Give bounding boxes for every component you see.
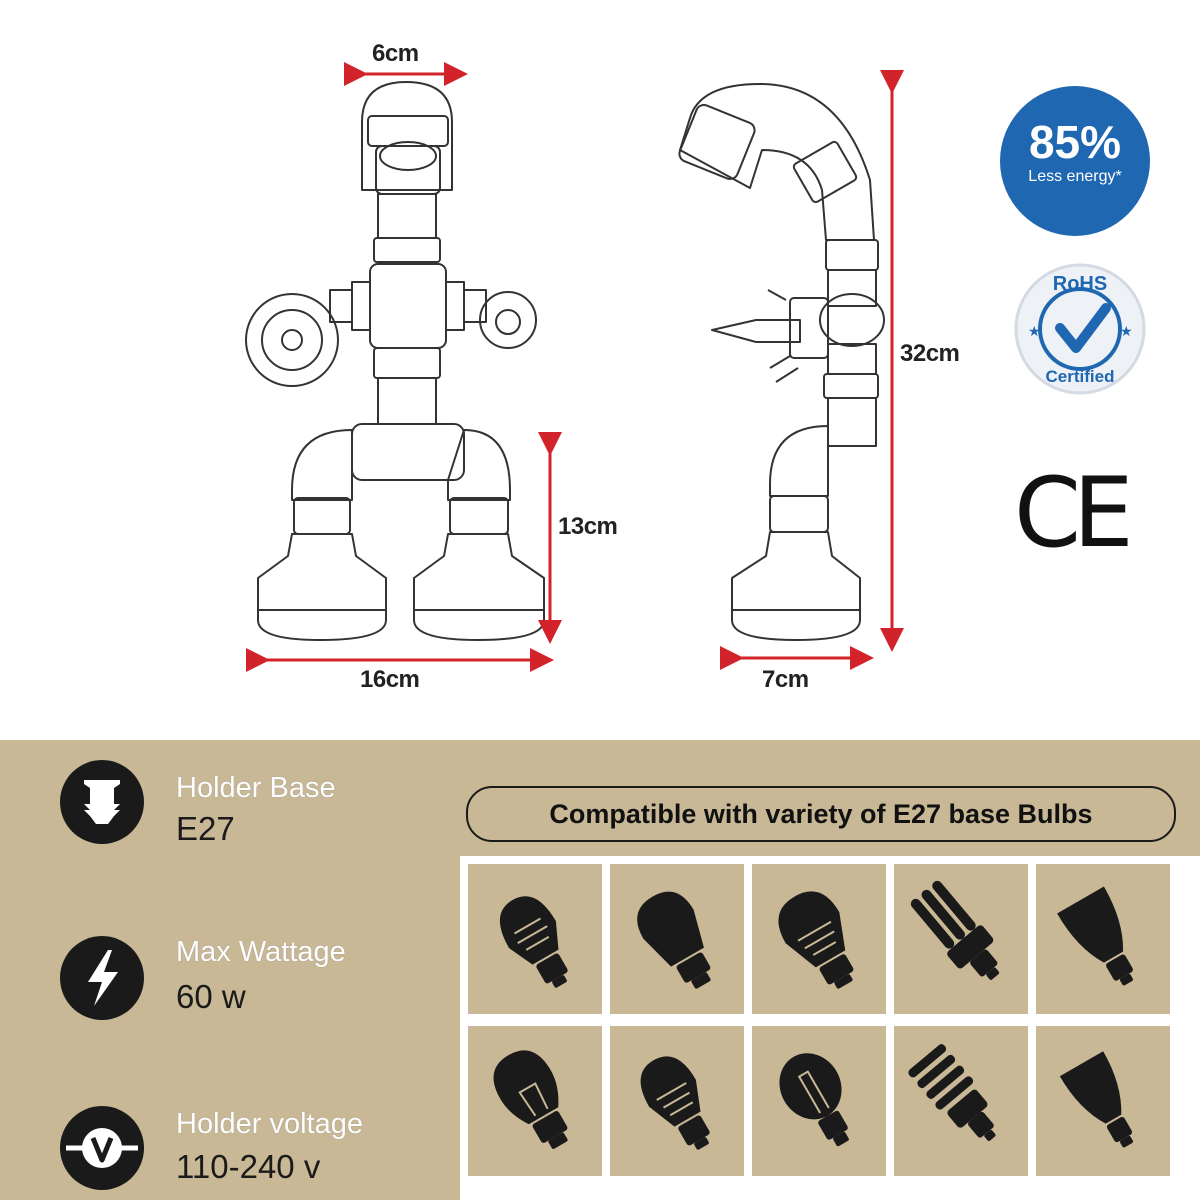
reflector-bulb-icon: [1036, 864, 1170, 1014]
svg-text:★: ★: [1028, 323, 1041, 339]
energy-percent: 85%: [1028, 116, 1122, 168]
holder-voltage-label: Holder voltage: [176, 1108, 363, 1140]
holder-voltage-value: 110-240 v: [176, 1148, 321, 1185]
ce-mark: CE: [1014, 457, 1134, 569]
max-wattage-label: Max Wattage: [176, 936, 346, 968]
compatibility-title: Compatible with variety of E27 base Bulb…: [466, 786, 1176, 842]
led-bulb-icon: [752, 864, 886, 1014]
head-width-label: 6cm: [372, 40, 419, 67]
holder-base-value: E27: [176, 810, 235, 847]
svg-text:★: ★: [1120, 323, 1133, 339]
bulb-base-icon: [60, 760, 144, 844]
robot-lamp-front-view: [245, 81, 545, 641]
lightning-icon: [60, 936, 144, 1020]
rohs-certified-text: Certified: [1046, 367, 1115, 386]
rohs-certified-icon: RoHS Certified ★ ★: [1014, 263, 1146, 395]
reflector-bulb-icon: [1036, 1026, 1170, 1176]
depth-label: 7cm: [762, 666, 809, 693]
energy-label: Less energy*: [1028, 168, 1122, 185]
leg-height-label: 13cm: [558, 513, 618, 540]
holder-base-label: Holder Base: [176, 772, 336, 804]
robot-lamp-side-view: [678, 83, 885, 641]
led-bulb-icon: [610, 1026, 744, 1176]
energy-saving-badge: 85% Less energy*: [1000, 86, 1150, 236]
led-bulb-icon: [468, 864, 602, 1014]
bulb-types-grid: [460, 856, 1200, 1200]
rohs-text: RoHS: [1053, 273, 1107, 295]
incandescent-bulb-icon: [468, 1026, 602, 1176]
max-wattage-value: 60 w: [176, 978, 246, 1015]
cfl-bulb-icon: [894, 864, 1028, 1014]
voltage-icon: [60, 1106, 144, 1190]
filament-bulb-icon: [752, 1026, 886, 1176]
total-height-label: 32cm: [900, 340, 960, 367]
globe-bulb-icon: [610, 864, 744, 1014]
spiral-cfl-icon: [894, 1026, 1028, 1176]
front-width-label: 16cm: [360, 666, 420, 693]
lamp-line-drawing: [245, 62, 904, 672]
product-dimensions-panel: [0, 0, 1200, 740]
